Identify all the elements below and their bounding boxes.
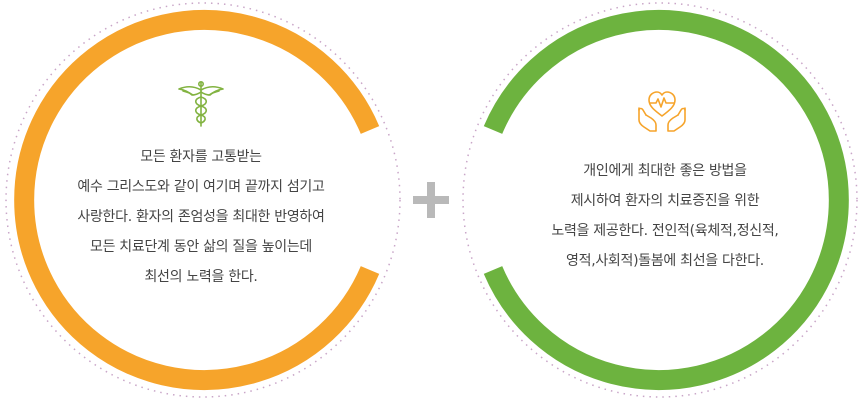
right-card-line: 영적,사회적)돌봄에 최선을 다한다. (566, 253, 764, 269)
left-card-text: 모든 환자를 고통받는 예수 그리스도와 같이 여기며 끝까지 섬기고 사랑한다… (46, 142, 356, 292)
right-accent-ring (483, 10, 849, 390)
right-card-line: 제시하여 환자의 치료증진을 위한 (570, 193, 760, 209)
right-card-line: 개인에게 최대한 좋은 방법을 (583, 163, 747, 179)
right-card-text: 개인에게 최대한 좋은 방법을 제시하여 환자의 치료증진을 위한 노력을 제공… (506, 156, 824, 276)
left-card-line: 모든 치료단계 동안 삶의 질을 높이는데 (89, 239, 313, 255)
left-card-line: 최선의 노력을 한다. (144, 269, 258, 285)
left-card-line: 모든 환자를 고통받는 (140, 149, 262, 165)
left-dotted-ring (5, 2, 401, 398)
heart-hands-icon (636, 86, 688, 134)
plus-icon (411, 180, 451, 220)
left-card-line: 사랑한다. 환자의 존엄성을 최대한 반영하여 (77, 209, 325, 225)
caduceus-icon (176, 80, 226, 128)
left-card-line: 예수 그리스도와 같이 여기며 끝까지 섬기고 (77, 179, 325, 195)
right-dotted-ring (462, 2, 858, 398)
left-accent-ring (14, 10, 380, 390)
right-card-line: 노력을 제공한다. 전인적(육체적,정신적, (551, 223, 779, 239)
